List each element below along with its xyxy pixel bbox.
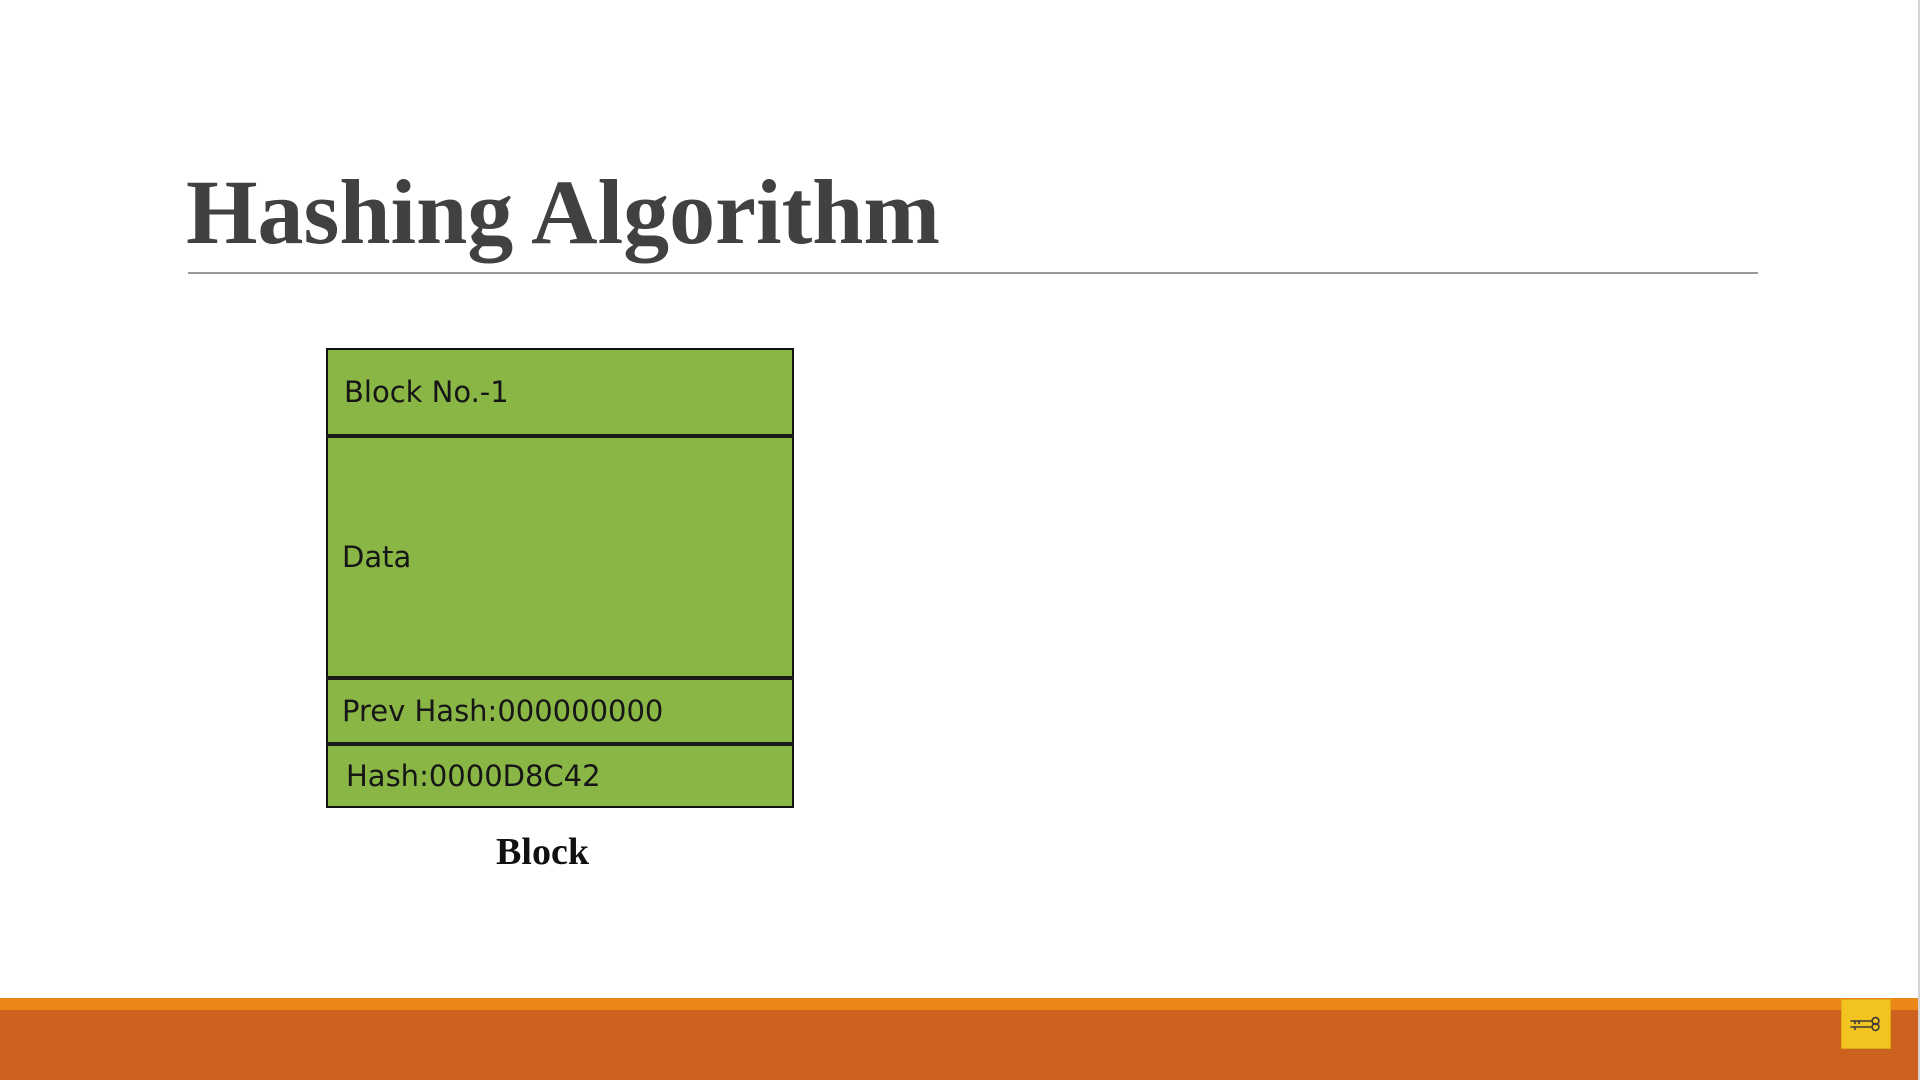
footer-bar bbox=[0, 1010, 1918, 1080]
block-diagram: Block No.-1 Data Prev Hash:000000000 Has… bbox=[326, 348, 794, 808]
block-caption: Block bbox=[496, 831, 589, 873]
block-number-text: Block No.-1 bbox=[344, 375, 509, 409]
key-icon bbox=[1850, 1016, 1880, 1032]
block-hash-text: Hash:0000D8C42 bbox=[346, 759, 601, 793]
block-row-divider bbox=[326, 434, 794, 438]
footer-accent-stripe bbox=[0, 998, 1918, 1010]
slide-title: Hashing Algorithm bbox=[186, 161, 941, 263]
title-divider bbox=[188, 272, 1758, 274]
block-data-text: Data bbox=[342, 540, 412, 574]
corner-widget-button[interactable] bbox=[1841, 999, 1891, 1049]
block-row-divider bbox=[326, 742, 794, 746]
block-number-field: Block No.-1 bbox=[328, 350, 792, 434]
block-hash-field: Hash:0000D8C42 bbox=[328, 746, 792, 806]
block-row-divider bbox=[326, 676, 794, 680]
block-data-field: Data bbox=[328, 438, 792, 676]
block-prev-hash-field: Prev Hash:000000000 bbox=[328, 680, 792, 742]
block-prev-hash-text: Prev Hash:000000000 bbox=[342, 694, 664, 728]
slide-edge bbox=[1918, 0, 1920, 1080]
